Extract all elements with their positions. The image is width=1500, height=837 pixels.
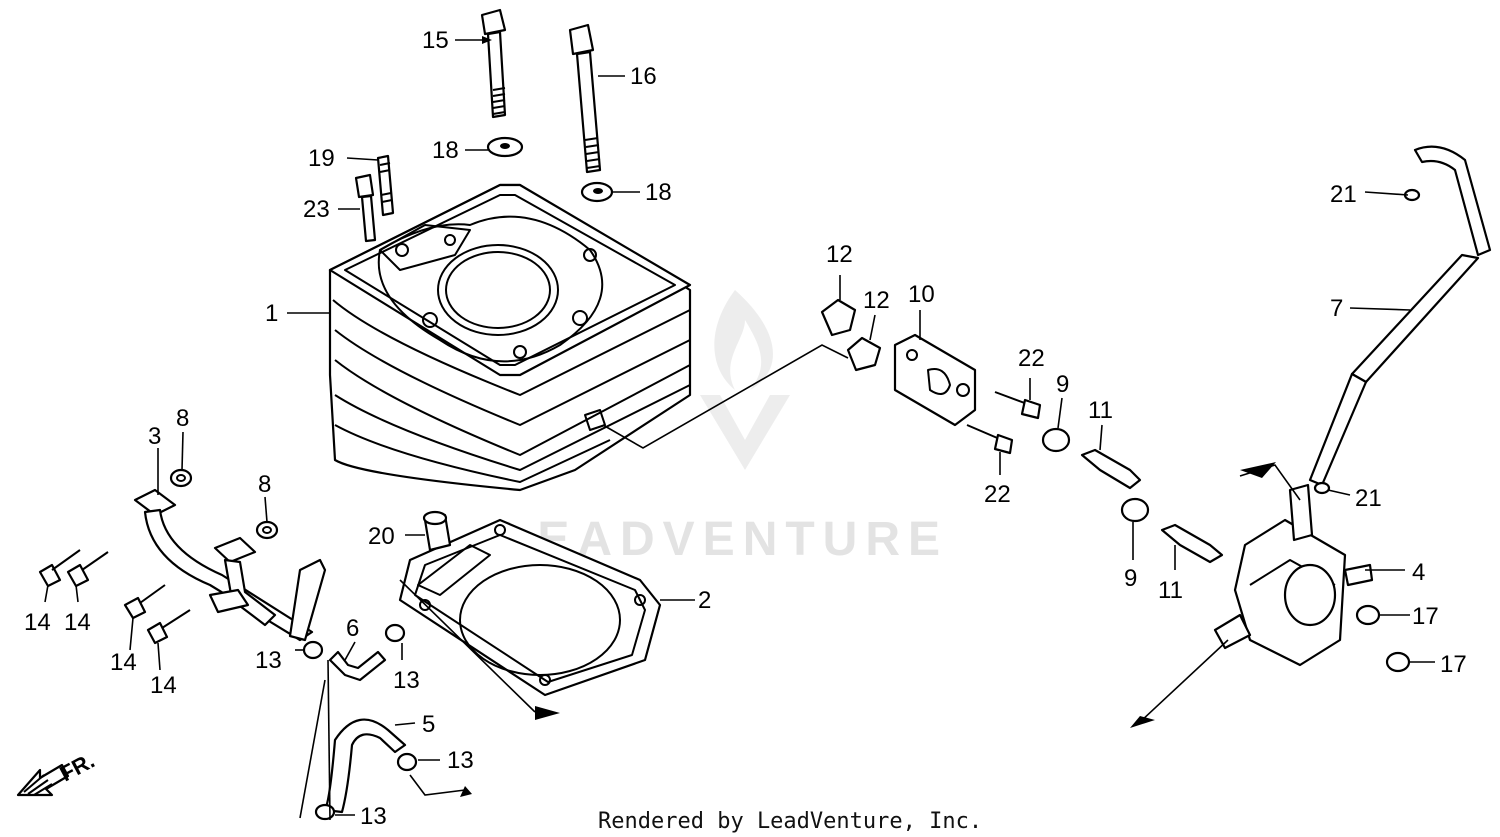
arrow-heads [460, 36, 1276, 797]
insulator-12-lower-part [846, 336, 882, 372]
callout-9-upper: 9 [1056, 371, 1069, 398]
callout-23: 23 [303, 196, 330, 223]
callout-19: 19 [308, 145, 335, 172]
callout-21-lower: 21 [1355, 485, 1382, 512]
callout-labels: 15 16 18 18 19 23 1 12 12 10 22 22 9 9 1… [24, 27, 1467, 830]
callout-13-d: 13 [360, 803, 387, 830]
bolt-14-d-part [146, 609, 191, 645]
callout-21-upper: 21 [1330, 181, 1357, 208]
callout-12-lower: 12 [863, 287, 890, 314]
seal-9-upper-part [1041, 427, 1071, 453]
hose-6-part [328, 650, 387, 682]
callout-11-upper: 11 [1088, 397, 1113, 424]
hose-5-part [323, 718, 407, 814]
nut-17-lower-part [1385, 651, 1411, 673]
clip-21-lower-part [1313, 481, 1331, 495]
cylinder-gasket-part [398, 518, 662, 697]
plate-10-part [893, 333, 977, 427]
washer-18-lower-part [580, 181, 614, 203]
callout-13-c: 13 [447, 747, 474, 774]
bolt-22-lower-part [966, 424, 1014, 455]
callout-20: 20 [368, 523, 395, 550]
callout-1: 1 [265, 300, 278, 327]
callout-13-a: 13 [255, 647, 282, 674]
oil-pipe-3-part [133, 488, 327, 642]
callout-14-d: 14 [150, 672, 177, 699]
nipple-11-upper-part [1080, 448, 1142, 490]
washer-8-upper-part [169, 468, 193, 488]
callout-15: 15 [422, 27, 449, 54]
render-caption: Rendered by LeadVenture, Inc. [598, 809, 982, 834]
front-direction-arrow-icon [16, 763, 70, 797]
callout-5: 5 [422, 711, 435, 738]
clamp-13-c-part [396, 752, 418, 772]
callout-14-b: 14 [64, 609, 91, 636]
callout-9-lower: 9 [1124, 565, 1137, 592]
callout-22-upper: 22 [1018, 345, 1045, 372]
watermark-logo-icon [700, 290, 790, 470]
callout-8-upper: 8 [176, 405, 189, 432]
bolt-14-c-part [123, 584, 166, 620]
callout-11-lower: 11 [1158, 577, 1183, 604]
callout-6: 6 [346, 615, 359, 642]
bolt-14-a-part [38, 549, 81, 588]
callout-18-upper: 18 [432, 137, 459, 164]
nipple-11-lower-part [1160, 523, 1224, 564]
seal-9-lower-part [1120, 497, 1150, 523]
callout-10: 10 [908, 281, 935, 308]
callout-18-lower: 18 [645, 179, 672, 206]
insulator-12-upper-part [820, 298, 857, 337]
tube-7-part [1308, 145, 1492, 487]
leader-lines [44, 39, 1435, 821]
callout-8-lower: 8 [258, 471, 271, 498]
dowel-pin-20-part [422, 510, 452, 552]
bolt-22-upper-part [994, 391, 1042, 420]
bolt-23-part [354, 173, 377, 243]
fuel-pump-4-part [1213, 483, 1374, 667]
callout-3: 3 [148, 423, 161, 450]
callout-7: 7 [1330, 295, 1343, 322]
bolt-14-b-part [66, 551, 109, 588]
callout-4: 4 [1412, 559, 1425, 586]
washer-8-lower-part [255, 520, 279, 540]
clamp-13-b-part [384, 623, 406, 643]
cylinder-part [328, 183, 692, 492]
callout-22-lower: 22 [984, 481, 1011, 508]
washer-18-upper-part [486, 136, 524, 158]
callout-17-lower: 17 [1440, 651, 1467, 678]
stud-bolt-15-part [480, 8, 507, 119]
nut-17-upper-part [1355, 604, 1381, 626]
stud-bolt-16-part [568, 23, 602, 174]
callout-12-upper: 12 [826, 241, 853, 268]
callout-16: 16 [630, 63, 657, 90]
callout-2: 2 [698, 587, 711, 614]
callout-13-b: 13 [393, 667, 420, 694]
callout-14-a: 14 [24, 609, 51, 636]
clamp-13-a-part [302, 640, 324, 660]
callout-17-upper: 17 [1412, 603, 1439, 630]
stud-19-part [376, 154, 395, 217]
callout-14-c: 14 [110, 649, 137, 676]
clamp-13-d-part [314, 803, 336, 821]
